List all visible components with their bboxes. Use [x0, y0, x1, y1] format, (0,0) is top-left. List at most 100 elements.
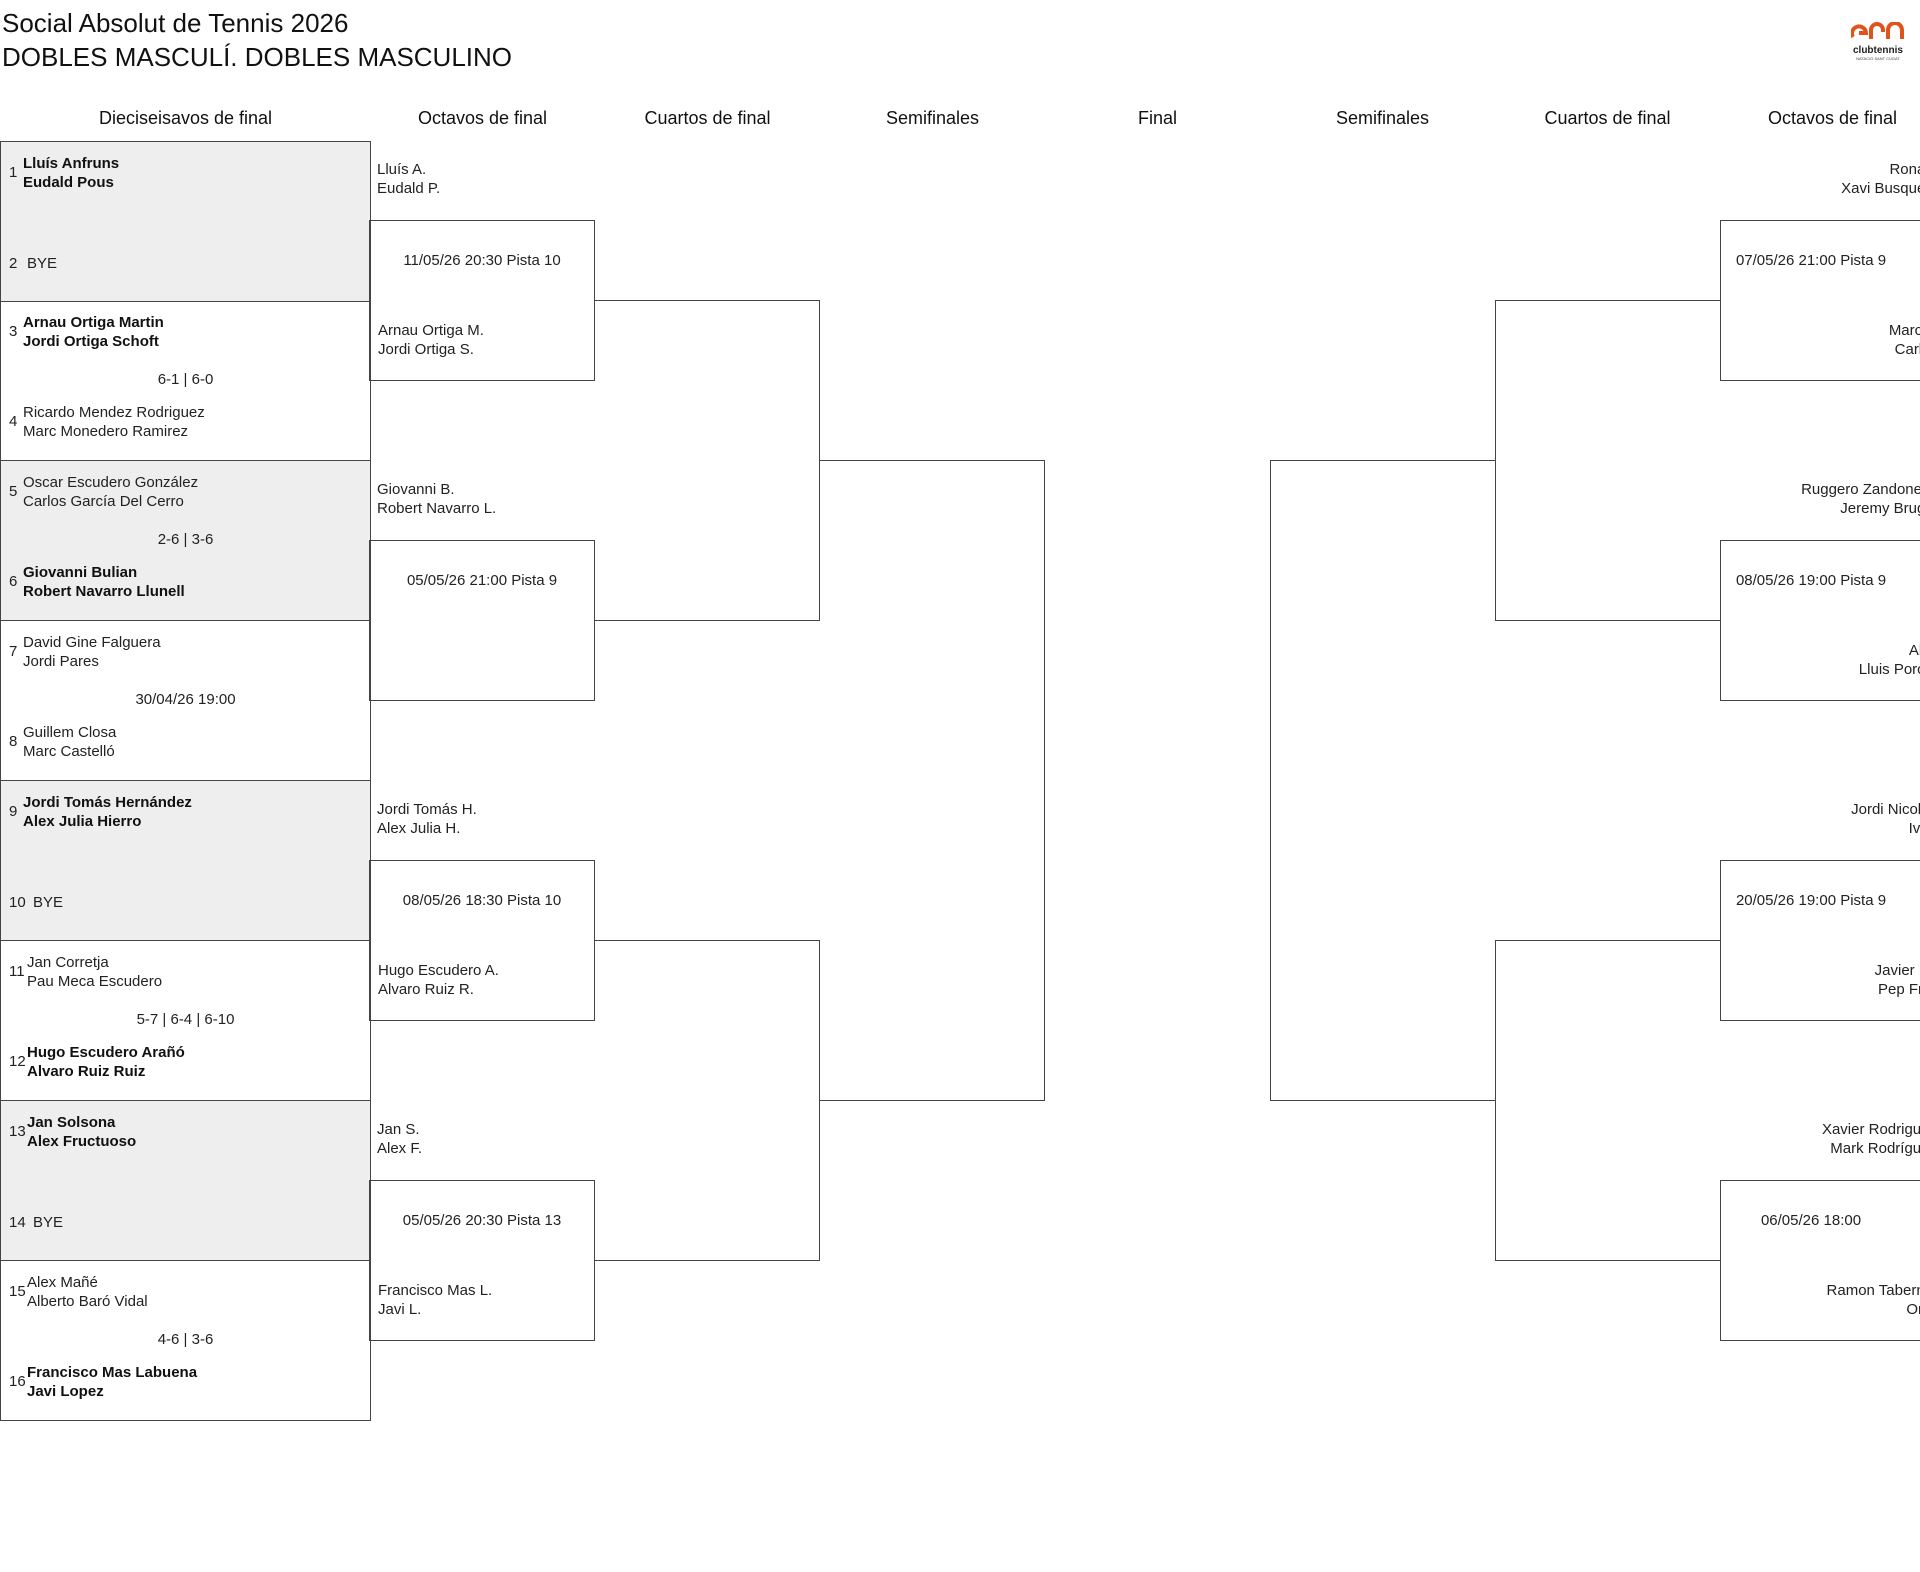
match-box[interactable]: 05/05/26 21:00 Pista 9	[369, 540, 595, 701]
player-name: Lluís Anfruns	[23, 155, 120, 172]
team-top[interactable]: RonaldXavi Busquets	[1720, 160, 1920, 198]
seed-number: 6	[9, 573, 18, 590]
player-name: Mark Rodríguez	[1830, 1140, 1920, 1157]
player-name: Giovanni Bulian	[23, 564, 138, 581]
round-header: Semifinales	[1335, 108, 1430, 128]
team-top[interactable]: Jordi Tomás H.Alex Julia H.	[377, 800, 477, 838]
player-name: Francisco Mas Labuena	[27, 1364, 198, 1381]
team-bottom[interactable]: Francisco Mas L.Javi L.	[378, 1281, 492, 1319]
seed-number: 8	[9, 733, 18, 750]
player-name: Francisco Mas L.	[378, 1282, 493, 1299]
round-header: Octavos de final	[417, 108, 548, 128]
player-name: Jan Solsona	[27, 1114, 116, 1131]
player-name: Alberto Baró Vidal	[27, 1293, 148, 1310]
player-name: Carles	[1894, 341, 1920, 358]
player-name: Ruggero Zandonella	[1801, 481, 1920, 498]
player-name: Jan S.	[377, 1121, 420, 1138]
match-box[interactable]: 20/05/26 19:00 Pista 9 Javier DePep Frail	[1720, 860, 1920, 1021]
team-bottom[interactable]: Ramon TabernerOriol	[1721, 1281, 1920, 1319]
match-box[interactable]: 11/05/26 20:30 Pista 10 Arnau Ortiga M.Jo…	[369, 220, 595, 381]
player-name: Iván	[1908, 820, 1920, 837]
match-box[interactable]: 08/05/26 19:00 Pista 9 AlexLluis Porcar	[1720, 540, 1920, 701]
team-names: BYE	[33, 1213, 63, 1232]
player-name: Jordi Nicolas	[1851, 801, 1920, 818]
team-names: BYE	[33, 893, 63, 912]
semifinal-bracket	[819, 460, 1045, 1101]
quarterfinal-bracket	[1495, 940, 1721, 1261]
player-name: Pep Frail	[1877, 981, 1920, 998]
player-name: Oscar Escudero González	[23, 474, 199, 491]
player-name: Alex	[1908, 642, 1920, 659]
match-score: 2-6 | 3-6	[157, 531, 214, 548]
match-info: 20/05/26 19:00 Pista 9	[1735, 892, 1887, 909]
player-name: Jeremy Brugal	[1840, 500, 1920, 517]
seed-number: 1	[9, 164, 18, 181]
team-bottom[interactable]: Arnau Ortiga M.Jordi Ortiga S.	[378, 321, 484, 359]
team-top[interactable]: Jan S.Alex F.	[377, 1120, 422, 1158]
team-bottom[interactable]: Hugo Escudero A.Alvaro Ruiz R.	[378, 961, 499, 999]
seed-number: 2	[9, 255, 18, 272]
seed-number: 13	[9, 1123, 26, 1140]
match-score: 5-7 | 6-4 | 6-10	[136, 1011, 235, 1028]
seed-number: 16	[9, 1373, 26, 1390]
quarterfinal-bracket	[594, 940, 820, 1261]
team-top[interactable]: Ruggero ZandonellaJeremy Brugal	[1720, 480, 1920, 518]
team-top[interactable]: Lluís A.Eudald P.	[377, 160, 440, 198]
seed-number: 10	[9, 894, 26, 911]
player-name: Giovanni B.	[377, 481, 455, 498]
page-title: Social Absolut de Tennis 2026	[2, 8, 349, 38]
logo-subtext: NATACIÓ SANT CUGAT	[1856, 56, 1900, 61]
match-score: 30/04/26 19:00	[135, 691, 236, 708]
page-subtitle: DOBLES MASCULÍ. DOBLES MASCULINO	[2, 42, 513, 72]
match-info: 05/05/26 21:00 Pista 9	[406, 572, 558, 589]
player-name: Hugo Escudero A.	[378, 962, 499, 979]
player-name: Alex Julia Hierro	[23, 813, 142, 830]
player-name: Ricardo Mendez Rodriguez	[23, 404, 205, 421]
round-header: Octavos de final	[1767, 108, 1898, 128]
round-header: Semifinales	[885, 108, 980, 128]
seed-number: 15	[9, 1283, 26, 1300]
player-name: Robert Navarro L.	[377, 500, 497, 517]
logo-text: clubtennis	[1852, 45, 1903, 56]
team-bottom[interactable]: MarcosCarles	[1721, 321, 1920, 359]
player-name: Xavier Rodriguez	[1821, 1121, 1920, 1138]
team-top[interactable]: Jordi NicolasIván	[1720, 800, 1920, 838]
team-top[interactable]: Xavier RodriguezMark Rodríguez	[1720, 1120, 1920, 1158]
team-bottom[interactable]: AlexLluis Porcar	[1721, 641, 1920, 679]
match-info: 11/05/26 20:30 Pista 10	[403, 252, 561, 269]
logo-mark-icon	[1850, 21, 1904, 39]
player-name: Robert Navarro Llunell	[23, 583, 185, 600]
team-bottom[interactable]: Javier DePep Frail	[1721, 961, 1920, 999]
player-name: Lluís A.	[377, 161, 427, 178]
team-top[interactable]: Giovanni B. Robert Navarro L.	[377, 480, 496, 518]
seed-number: 11	[9, 963, 25, 980]
player-name: Alex Julia H.	[377, 820, 461, 837]
match-info: 08/05/26 19:00 Pista 9	[1735, 572, 1887, 589]
seed-number: 5	[9, 483, 18, 500]
player-name: Pau Meca Escudero	[27, 973, 163, 990]
team-names: BYE	[27, 254, 57, 273]
player-name: Alex Mañé	[27, 1274, 98, 1291]
round-header: Final	[1137, 108, 1177, 128]
player-name: Jordi Ortiga S.	[378, 341, 474, 358]
match-box[interactable]: 07/05/26 21:00 Pista 9MarcosCarles	[1720, 220, 1920, 381]
player-name: BYE	[33, 894, 64, 911]
player-name: Ronald	[1889, 161, 1920, 178]
